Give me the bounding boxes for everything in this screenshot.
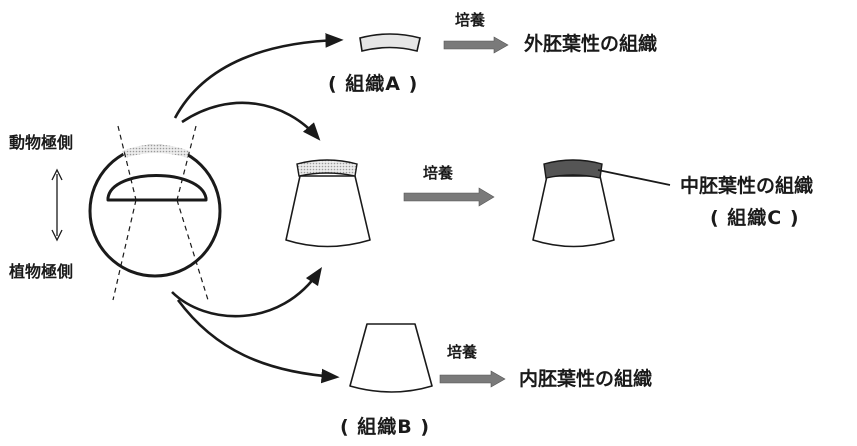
embryo-animal-cap	[122, 144, 190, 158]
culture-label-middle: 培養	[423, 164, 454, 182]
tissue-a-shape	[359, 33, 421, 52]
arrow-to-cap-combo	[181, 101, 321, 141]
arrow-to-tissue-a	[173, 33, 344, 119]
vegetal-pole-label: 植物極側	[9, 262, 74, 281]
cut-line-lower-left	[112, 199, 137, 301]
tissue-c-label: ( 組織C )	[710, 207, 800, 229]
arrow-to-base-combo	[171, 266, 323, 318]
culture-arrow-b	[439, 370, 506, 388]
culture-label-a: 培養	[455, 11, 486, 29]
embryo-outline	[88, 144, 222, 278]
culture-label-b: 培養	[447, 343, 478, 361]
cut-line-left	[117, 125, 137, 201]
culture-arrow-middle	[403, 187, 495, 207]
endoderm-label: 内胚葉性の組織	[519, 368, 653, 390]
tissue-b-shape	[349, 323, 433, 393]
tissue-b-label: ( 組織B )	[340, 416, 431, 438]
culture-arrow-a	[443, 36, 509, 54]
embryo	[88, 125, 222, 301]
mesoderm-pointer-line	[597, 169, 671, 186]
tissue-a-label: ( 組織A )	[328, 73, 419, 95]
combo-after	[532, 159, 615, 248]
combo-before	[285, 159, 371, 248]
mesoderm-label: 中胚葉性の組織	[680, 175, 814, 197]
animal-pole-label: 動物極側	[9, 133, 74, 152]
ectoderm-label: 外胚葉性の組織	[524, 33, 658, 55]
pole-axis-arrow	[51, 168, 63, 242]
cut-line-right	[176, 125, 197, 201]
arrow-to-tissue-b	[176, 299, 340, 384]
